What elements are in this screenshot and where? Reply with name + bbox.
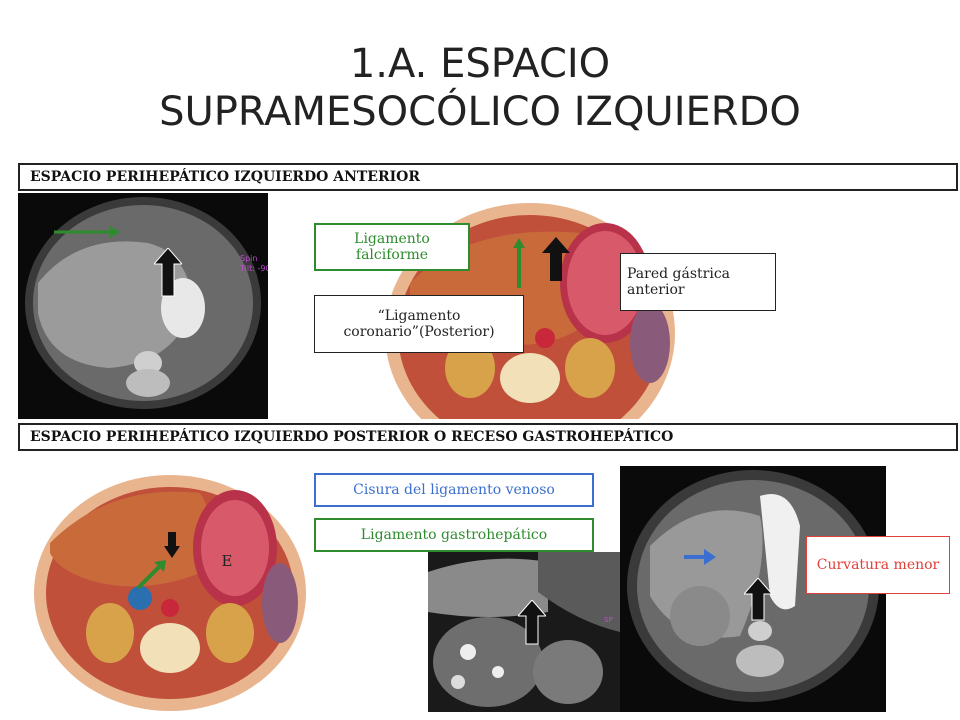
label-ligamento-falciforme: Ligamento falciforme (314, 223, 470, 271)
label-curvatura-menor: Curvatura menor (806, 536, 950, 594)
label-ligamento-gastrohepatico: Ligamento gastrohepático (314, 518, 594, 552)
green-arrow-diagonal-icon (136, 560, 166, 590)
black-arrow-up-icon (518, 600, 546, 645)
slide-title: 1.A. ESPACIO SUPRAMESOCÓLICO IZQUIERDO (0, 40, 960, 136)
blue-arrow-right-icon (684, 549, 716, 565)
black-arrow-up-icon (542, 237, 570, 281)
label-pared-gastrica: Pared gástrica anterior (620, 253, 776, 311)
green-arrow-right-icon (54, 226, 120, 238)
black-arrow-up-icon (744, 578, 772, 621)
svg-text:SP: SP (604, 616, 613, 624)
green-arrow-up-icon (513, 238, 525, 288)
ct-scan-axial-1: Spin Tilt: -90 (18, 193, 268, 419)
title-line-1: 1.A. ESPACIO (349, 41, 611, 87)
section-bar-posterior: ESPACIO PERIHEPÁTICO IZQUIERDO POSTERIOR… (18, 423, 958, 451)
svg-text:Spin: Spin (240, 254, 257, 263)
section-bar-anterior: ESPACIO PERIHEPÁTICO IZQUIERDO ANTERIOR (18, 163, 958, 191)
title-line-2: SUPRAMESOCÓLICO IZQUIERDO (159, 89, 801, 135)
marker-e: E (221, 552, 233, 570)
label-ligamento-coronario: “Ligamento coronario”(Posterior) (314, 295, 524, 353)
ct-scan-coronal: SP (428, 552, 620, 712)
black-arrow-down-icon (164, 532, 180, 558)
black-arrow-up-icon (154, 248, 182, 297)
label-cisura-ligamento-venoso: Cisura del ligamento venoso (314, 473, 594, 507)
svg-text:Tilt: -90: Tilt: -90 (239, 264, 268, 273)
anatomy-illustration-2 (30, 463, 310, 713)
